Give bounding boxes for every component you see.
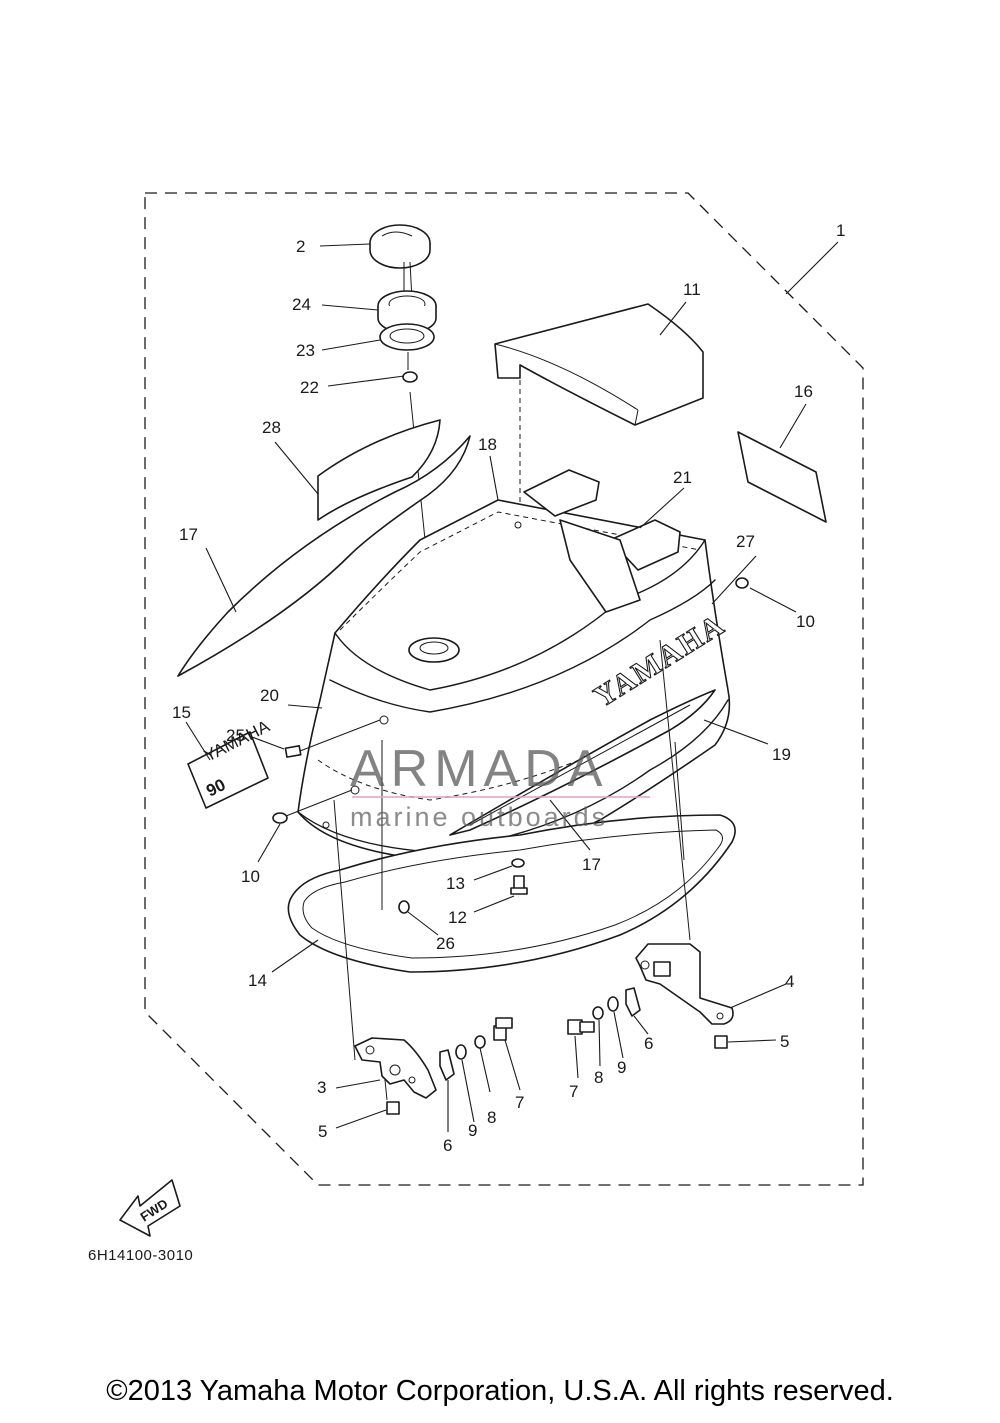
callout-19: 19 [772, 745, 791, 764]
callout-9-right: 9 [617, 1058, 626, 1077]
callout-2: 2 [296, 237, 305, 256]
callout-11: 11 [683, 280, 701, 299]
callout-9-left: 9 [468, 1121, 477, 1140]
callout-28: 28 [262, 418, 281, 437]
part-28-decal[interactable] [317, 419, 441, 521]
part-9-washer-right[interactable] [607, 996, 619, 1012]
part-25-screw[interactable] [284, 719, 381, 758]
callout-17-right: 17 [582, 855, 601, 874]
callout-4: 4 [785, 972, 794, 991]
callout-17-left: 17 [179, 525, 198, 544]
callout-16: 16 [794, 382, 813, 401]
part-7-bolt-left[interactable] [493, 1017, 513, 1041]
part-6-clip-right[interactable] [625, 987, 641, 1017]
assembly-line-d [674, 741, 685, 861]
callout-labels: 1 2 24 23 22 11 16 28 18 21 27 10 17 20 … [172, 221, 845, 1155]
part-8-washer-right[interactable] [592, 1006, 604, 1020]
part-11-top-cover[interactable] [494, 303, 704, 426]
assembly-boundary [144, 192, 864, 1186]
callout-8-right: 8 [594, 1068, 603, 1087]
callout-8-left: 8 [487, 1108, 496, 1127]
part-22-clip[interactable] [402, 352, 418, 383]
callout-15: 15 [172, 703, 191, 722]
part-4-bracket[interactable] [635, 943, 734, 1025]
assembly-line-b [659, 639, 691, 941]
part-3-bracket[interactable] [354, 1037, 437, 1101]
callout-7-right: 7 [569, 1082, 578, 1101]
part-5-nut-right[interactable] [714, 1035, 728, 1049]
part-9-washer-left[interactable] [455, 1044, 467, 1060]
callout-22: 22 [300, 378, 319, 397]
callout-24: 24 [292, 295, 311, 314]
part-23-ring[interactable] [379, 323, 435, 351]
callout-1: 1 [836, 221, 845, 240]
callout-5-right: 5 [780, 1032, 789, 1051]
callout-10-left: 10 [241, 867, 260, 886]
callout-3: 3 [317, 1078, 326, 1097]
callout-7-left: 7 [515, 1093, 524, 1112]
callout-leader-lines [185, 241, 839, 1132]
part-26-grommet[interactable] [398, 900, 410, 914]
callout-12: 12 [448, 908, 467, 927]
callout-13: 13 [446, 874, 465, 893]
top-cowling-body[interactable]: YAMAHA [297, 469, 731, 861]
part-10-screw-right[interactable] [735, 577, 749, 589]
part-7-bolt-right[interactable] [567, 1019, 595, 1035]
part-6-clip-left[interactable] [439, 1049, 455, 1081]
part-10-screw-left[interactable] [272, 789, 353, 824]
part-16-plate[interactable] [737, 431, 827, 523]
callout-26: 26 [436, 934, 455, 953]
callout-5-left: 5 [318, 1122, 327, 1141]
part-24-grommet[interactable] [377, 290, 437, 334]
watermark-subtitle: marine outboards [350, 802, 608, 832]
callout-6-left: 6 [443, 1136, 452, 1155]
callout-21: 21 [673, 468, 692, 487]
callout-6-right: 6 [644, 1034, 653, 1053]
part-12-screw[interactable] [510, 875, 528, 895]
part-2-cap[interactable] [369, 224, 431, 269]
fwd-arrow-icon: FWD [119, 1179, 181, 1237]
callout-10-right: 10 [796, 612, 815, 631]
copyright-notice: ©2013 Yamaha Motor Corporation, U.S.A. A… [106, 1375, 894, 1407]
callout-25: 25 [226, 726, 245, 745]
callout-20: 20 [260, 686, 279, 705]
part-17-decal-left[interactable] [177, 435, 471, 677]
callout-27: 27 [736, 532, 755, 551]
callout-18: 18 [478, 435, 497, 454]
callout-14: 14 [248, 971, 267, 990]
assembly-line-c [333, 799, 356, 1061]
part-8-washer-left[interactable] [474, 1035, 486, 1049]
callout-23: 23 [296, 341, 315, 360]
part-5-nut-left[interactable] [386, 1101, 400, 1115]
diagram-code: 6H14100-3010 [88, 1247, 193, 1264]
part-13-washer[interactable] [511, 858, 525, 868]
watermark-title: ARMADA [350, 740, 608, 798]
